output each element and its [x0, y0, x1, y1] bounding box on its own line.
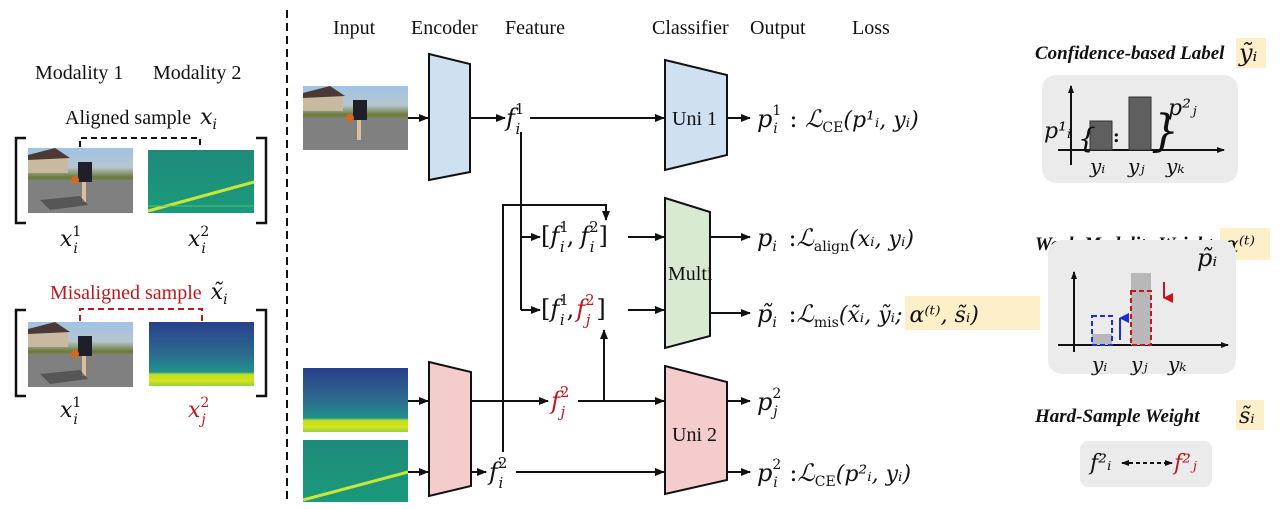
hard-symbol-highlight — [1236, 400, 1264, 430]
aligned-link — [79, 137, 201, 147]
classifier-uni1 — [664, 58, 728, 172]
weak-tick-yi: yᵢ — [1091, 352, 1107, 376]
modality-1-label: Modality 1 — [35, 62, 123, 84]
weak-tick-yk: yₖ — [1167, 352, 1187, 376]
output-misaligned: p̃i :ℒmis(x̃ᵢ, ỹᵢ; α⁽ᵗ⁾, s̃ᵢ) — [757, 300, 979, 331]
right-panel: Confidence-based Label ỹᵢ : { } p¹ᵢ p²ⱼ … — [1034, 38, 1270, 487]
aligned-spectrogram — [147, 150, 255, 213]
weak-bar-yj — [1131, 273, 1151, 345]
confidence-symbol: ỹᵢ — [1238, 39, 1258, 67]
aligned-sample-label: Aligned sample xi — [65, 105, 217, 133]
aligned-video-frame — [28, 148, 133, 213]
weak-corner-label: p̃ᵢ — [1197, 244, 1217, 272]
conf-left-label: p¹ᵢ — [1044, 119, 1071, 144]
misaligned-bracket-right — [256, 308, 268, 398]
uni1-label: Uni 1 — [672, 108, 717, 130]
header-output: Output — [750, 17, 806, 39]
arrow-f2i-to-concat-aligned — [502, 204, 610, 452]
conf-bar-yi — [1089, 120, 1113, 151]
left-panel: Modality 1 Modality 2 Aligned sample xi — [14, 62, 268, 428]
misaligned-link — [79, 308, 203, 321]
weak-bar-yi — [1092, 334, 1112, 345]
input-spectrogram-misaligned — [303, 368, 408, 432]
conf-right-label: p²ⱼ — [1168, 96, 1197, 121]
conf-bar-yj — [1128, 96, 1152, 151]
hard-title: Hard-Sample Weight — [1034, 406, 1200, 427]
input-spectrogram-aligned — [302, 440, 409, 502]
aligned-bracket-right — [256, 136, 268, 225]
confidence-symbol-highlight — [1236, 38, 1266, 68]
output-align: pi :ℒalign(xᵢ, yᵢ) — [757, 224, 914, 255]
hard-right-label: f²ⱼ — [1172, 451, 1197, 476]
modality-2-label: Modality 2 — [153, 62, 241, 84]
classifier-uni2 — [664, 364, 728, 496]
encoder-2 — [428, 360, 472, 498]
header-encoder: Encoder — [411, 17, 478, 39]
misaligned-spectrogram — [149, 322, 254, 386]
conf-tick-yj: yⱼ — [1127, 154, 1145, 178]
conf-tick-yk: yₖ — [1165, 154, 1185, 178]
input-video-frame — [303, 86, 408, 150]
conf-brace-right: } — [1151, 106, 1179, 157]
header-loss: Loss — [852, 17, 890, 39]
weak-tick-yj: yⱼ — [1130, 352, 1148, 376]
confidence-title: Confidence-based Label — [1035, 43, 1225, 64]
aligned-bracket-left — [14, 136, 26, 225]
header-classifier: Classifier — [652, 17, 729, 39]
header-feature: Feature — [505, 17, 565, 39]
misaligned-sample-label: Misaligned sample x̃i — [50, 280, 228, 308]
conf-tick-yi: yᵢ — [1089, 154, 1105, 178]
conf-brace-left: { — [1078, 122, 1096, 155]
encoder-1 — [428, 52, 471, 182]
uni2-label: Uni 2 — [672, 424, 717, 446]
classifier-multi — [664, 196, 711, 350]
mis-args-highlight — [905, 296, 1040, 330]
misaligned-bracket-left — [14, 308, 26, 398]
multi-label: Multi — [668, 263, 713, 285]
weak-target-yj — [1130, 290, 1152, 346]
hard-symbol: s̃ᵢ — [1239, 404, 1255, 429]
hard-left-label: f²ᵢ — [1088, 451, 1111, 476]
weak-target-yi — [1091, 315, 1113, 346]
misaligned-video-frame — [28, 322, 133, 387]
conf-ratio: : — [1113, 126, 1120, 147]
header-input: Input — [333, 17, 376, 39]
